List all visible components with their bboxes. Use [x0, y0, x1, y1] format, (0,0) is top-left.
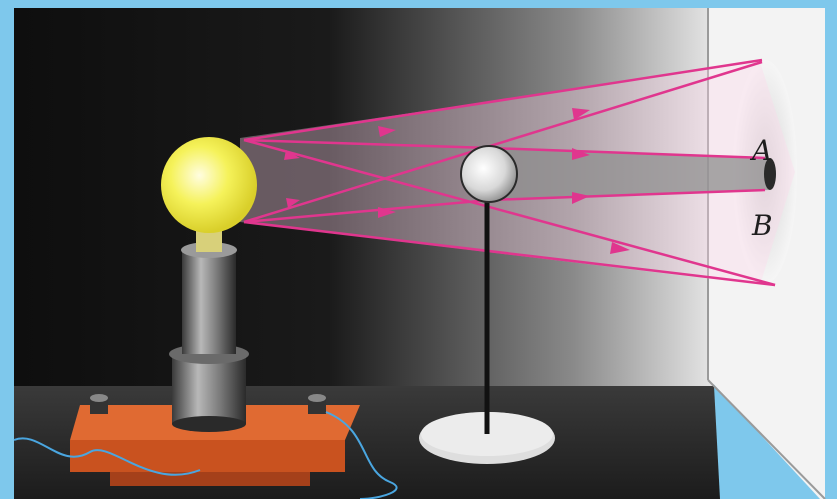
terminal-left-top	[90, 394, 108, 402]
opaque-ball	[460, 145, 518, 203]
lamp-stand-upper	[182, 250, 236, 354]
wire-left	[13, 437, 201, 476]
wire-right	[325, 411, 398, 499]
arrow-1	[378, 126, 396, 137]
shadow-region	[490, 148, 770, 200]
bulb-neck	[196, 230, 222, 252]
arrow-4	[286, 198, 300, 208]
shadow-spot	[764, 158, 776, 190]
ray-shadow-top	[489, 146, 766, 160]
ray-arrows	[284, 108, 630, 254]
wooden-base-front	[70, 440, 345, 472]
arrow-8	[610, 242, 630, 254]
arrow-6	[572, 148, 590, 160]
ray-cross-up	[243, 60, 763, 224]
ray-top-outer	[243, 58, 763, 142]
arrow-3	[284, 150, 300, 160]
ray-cross-down	[243, 138, 776, 287]
ray-bottom-to-ball	[243, 198, 491, 224]
lamp-stand-bottom	[172, 416, 246, 432]
ray-top-to-ball	[243, 138, 491, 150]
light-rays	[243, 58, 776, 287]
wooden-base-foot	[110, 472, 310, 486]
light-bulb	[161, 137, 257, 233]
lamp-stand-lower	[172, 354, 246, 424]
terminal-right	[308, 398, 326, 414]
arrow-5	[572, 108, 590, 120]
arrow-7	[572, 192, 590, 204]
floor-edge	[707, 379, 826, 499]
ray-shadow-bottom	[489, 188, 766, 202]
label-a: A	[752, 134, 773, 167]
ray-bottom-outer	[243, 220, 776, 287]
arrow-2	[378, 207, 396, 218]
terminal-right-top	[308, 394, 326, 402]
terminal-left	[90, 398, 108, 414]
label-b: B	[752, 209, 773, 242]
